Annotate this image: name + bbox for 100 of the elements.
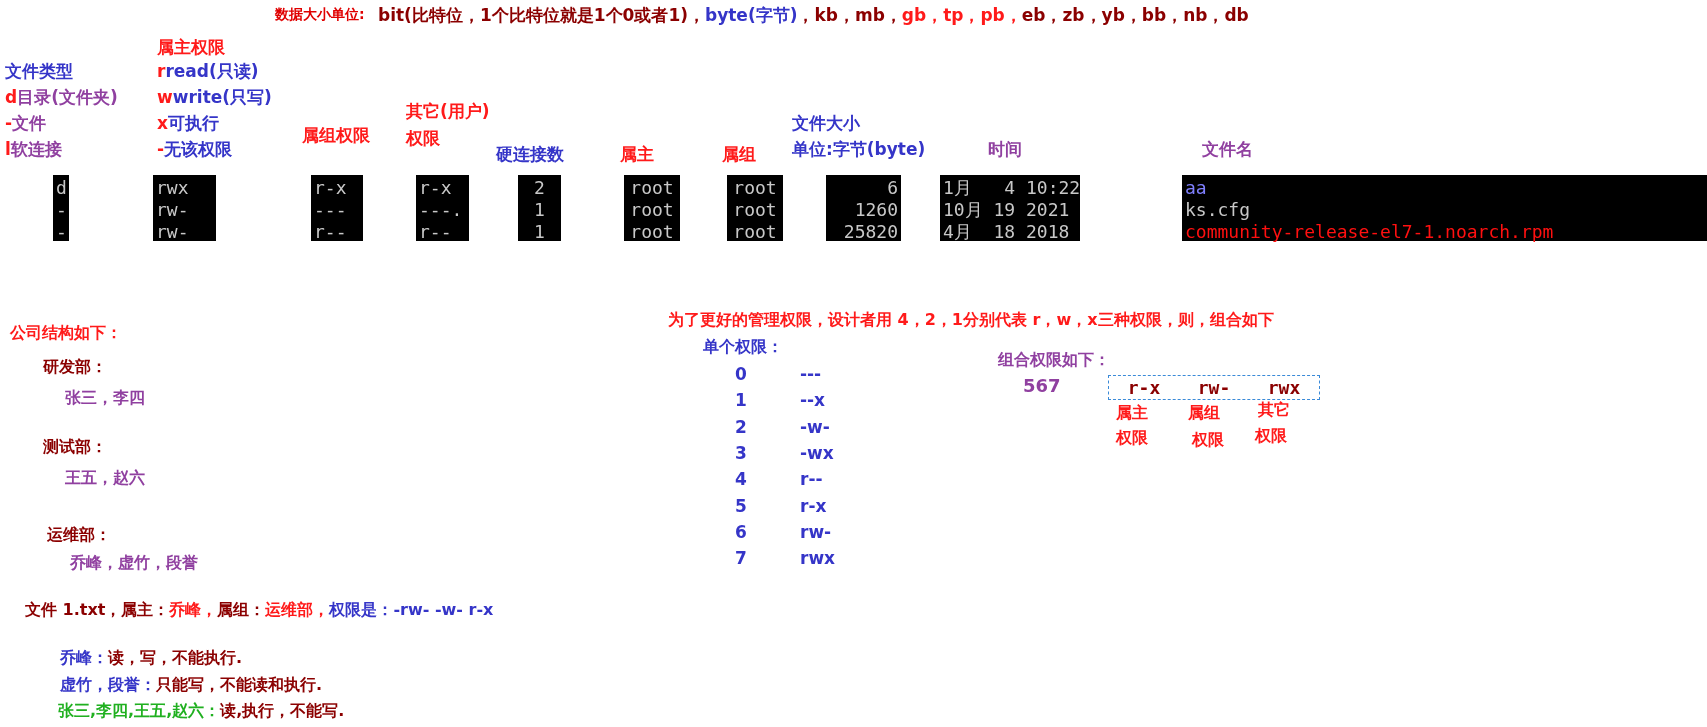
column-heading: 属主权限 bbox=[157, 36, 225, 59]
column-heading: 文件名 bbox=[1202, 138, 1253, 161]
octal-digit: 2 bbox=[735, 416, 747, 437]
permission-pattern: --x bbox=[800, 390, 826, 411]
octal-number: 567 bbox=[1023, 375, 1061, 396]
permission-letter: x bbox=[157, 113, 168, 133]
column-heading: 权限 bbox=[406, 127, 440, 150]
note-text: 读,执行，不能写. bbox=[220, 701, 345, 722]
permission-triplet: rw- bbox=[1197, 377, 1231, 398]
octal-digit: 3 bbox=[735, 442, 747, 463]
listing-entry: root bbox=[629, 199, 675, 221]
listing-entry: 4月 18 2018 bbox=[943, 221, 1071, 243]
unit-label: 数据大小单位: bbox=[275, 6, 365, 24]
listing-entry: community-release-el7-1.noarch.rpm bbox=[1185, 221, 1555, 243]
type-description: 文件 bbox=[12, 112, 47, 135]
listing-entry: ---. bbox=[419, 199, 464, 221]
unit-text: eb，zb，yb，bb，nb，db bbox=[1021, 4, 1249, 27]
department-name: 研发部： bbox=[43, 357, 107, 378]
listing-entry: d bbox=[56, 177, 66, 199]
unit-text: byte(字节) bbox=[705, 4, 798, 27]
permission-pattern: r-x bbox=[800, 495, 827, 516]
listing-entry: root bbox=[629, 221, 675, 243]
type-letter: - bbox=[5, 113, 13, 133]
terminal-column bbox=[53, 175, 69, 241]
note-text: 文件 1.txt，属主： bbox=[25, 600, 170, 621]
listing-entry: - bbox=[56, 199, 66, 221]
listing-entry: 1260 bbox=[853, 199, 898, 221]
type-letter: d bbox=[5, 87, 18, 107]
listing-entry: 6 bbox=[886, 177, 898, 199]
terminal-column bbox=[416, 175, 469, 241]
listing-entry: root bbox=[629, 177, 675, 199]
listing-entry: rw- bbox=[156, 221, 190, 243]
member-names: 乔峰，虚竹，段誉 bbox=[70, 553, 198, 574]
column-heading: 属组 bbox=[722, 143, 756, 166]
unit-text: ，kb，mb， bbox=[797, 4, 902, 27]
octal-digit: 4 bbox=[735, 469, 747, 490]
octal-digit: 7 bbox=[735, 548, 747, 569]
terminal-column bbox=[826, 175, 901, 241]
section-heading: 组合权限如下： bbox=[998, 350, 1110, 371]
type-description: 软连接 bbox=[10, 138, 62, 161]
listing-entry: 1 bbox=[533, 199, 546, 221]
user-name: 张三,李四,王五,赵六： bbox=[58, 701, 221, 722]
permission-string: -rw- -w- r-x bbox=[393, 600, 494, 619]
permission-triplet: r-x bbox=[1127, 377, 1161, 398]
listing-entry: rw- bbox=[156, 199, 190, 221]
permission-pattern: --- bbox=[800, 364, 822, 384]
unit-text: bit(比特位，1个比特位就是1个0或者1)， bbox=[378, 4, 705, 27]
listing-entry: 1月 4 10:22 bbox=[943, 177, 1077, 199]
terminal-column bbox=[1182, 175, 1707, 241]
terminal-column bbox=[518, 175, 561, 241]
selection-box bbox=[1108, 375, 1320, 400]
note-text: 读，写，不能执行. bbox=[108, 648, 243, 669]
listing-entry: 2 bbox=[533, 177, 546, 199]
section-heading: 公司结构如下： bbox=[10, 323, 122, 344]
permission-pattern: rw- bbox=[800, 521, 832, 542]
listing-entry: --- bbox=[314, 199, 348, 221]
department-name: 运维部： bbox=[47, 525, 111, 546]
terminal-column bbox=[311, 175, 363, 241]
member-names: 王五，赵六 bbox=[65, 468, 145, 489]
terminal-column bbox=[727, 175, 783, 241]
permission-caption: 属主 bbox=[1116, 403, 1148, 424]
permission-pattern: rwx bbox=[800, 548, 836, 569]
permission-letter: r bbox=[157, 61, 166, 81]
column-heading: 文件类型 bbox=[5, 60, 73, 83]
permission-pattern: -wx bbox=[800, 442, 834, 463]
column-heading: 文件大小 bbox=[792, 112, 860, 135]
type-letter: l bbox=[5, 139, 11, 159]
permission-pattern: -w- bbox=[800, 416, 830, 437]
column-heading: 硬连接数 bbox=[496, 143, 564, 166]
note-text: 属组： bbox=[217, 600, 266, 621]
user-name: 乔峰： bbox=[60, 648, 108, 669]
note-text: 运维部， bbox=[265, 600, 330, 621]
permission-description: read(只读) bbox=[165, 60, 259, 83]
listing-entry: aa bbox=[1185, 177, 1208, 199]
listing-entry: r-x bbox=[314, 177, 348, 199]
explanation-text: 为了更好的管理权限，设计者用 4，2，1分别代表 r，w，x三种权限，则，组合如下 bbox=[668, 310, 1274, 331]
octal-digit: 0 bbox=[735, 364, 747, 384]
permission-pattern: r-- bbox=[800, 469, 823, 490]
user-name: 虚竹，段誉： bbox=[60, 675, 156, 696]
column-heading: 属主 bbox=[620, 143, 654, 166]
terminal-column bbox=[624, 175, 680, 241]
listing-entry: 25820 bbox=[842, 221, 898, 243]
permission-triplet: rwx bbox=[1267, 377, 1301, 398]
listing-entry: - bbox=[56, 221, 66, 243]
type-description: 目录(文件夹) bbox=[17, 86, 118, 109]
listing-entry: r-- bbox=[419, 221, 453, 243]
column-heading: 单位:字节(byte) bbox=[792, 138, 926, 161]
permission-description: write(只写) bbox=[172, 86, 272, 109]
permission-caption: 权限 bbox=[1192, 430, 1224, 451]
listing-entry: root bbox=[732, 199, 778, 221]
department-name: 测试部： bbox=[43, 437, 107, 458]
column-heading: 属组权限 bbox=[302, 124, 370, 147]
permission-caption: 权限 bbox=[1255, 426, 1287, 447]
listing-entry: rwx bbox=[156, 177, 190, 199]
column-heading: 其它(用户) bbox=[406, 100, 490, 123]
column-heading: 时间 bbox=[988, 138, 1022, 161]
unit-text: gb，tp，pb， bbox=[901, 4, 1022, 27]
member-names: 张三，李四 bbox=[65, 388, 145, 409]
octal-digit: 1 bbox=[735, 390, 747, 411]
terminal-column bbox=[940, 175, 1080, 241]
